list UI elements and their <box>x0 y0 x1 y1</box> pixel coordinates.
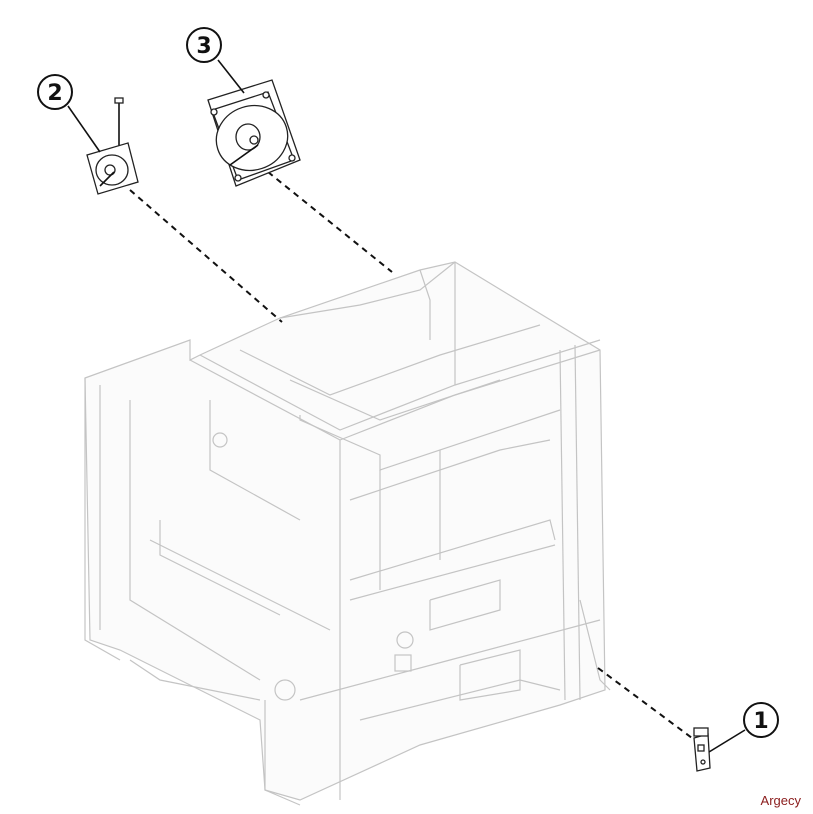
callout-1-label: 1 <box>753 709 768 734</box>
sensor-1-install-line <box>597 667 693 739</box>
fan-2-part[interactable] <box>86 97 139 195</box>
fan-2-install-line <box>129 189 283 323</box>
callout-3: 3 <box>186 27 222 63</box>
fan-3-part[interactable] <box>207 79 301 187</box>
printer-frame <box>84 261 611 806</box>
callout-3-label: 3 <box>196 34 211 59</box>
watermark: Argecy <box>760 793 801 808</box>
sensor-1-part[interactable] <box>693 727 711 772</box>
callout-2-label: 2 <box>47 81 62 106</box>
fan-3-install-line <box>267 171 393 273</box>
callout-2: 2 <box>37 74 73 110</box>
callout-1: 1 <box>743 702 779 738</box>
